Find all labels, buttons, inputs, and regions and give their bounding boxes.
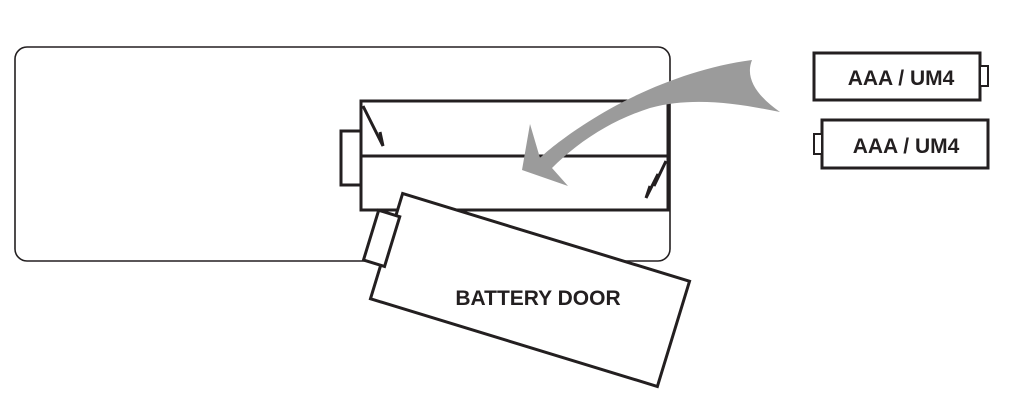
- battery-door: [361, 191, 692, 389]
- compartment-terminal: [339, 129, 363, 187]
- spring-icon: [644, 160, 668, 199]
- battery-top-terminal: [979, 65, 989, 87]
- battery-bottom-body: [820, 118, 990, 170]
- insertion-arrow-icon: [522, 60, 780, 186]
- battery-bottom: AAA / UM4: [813, 118, 990, 170]
- battery-door-tab: [361, 208, 402, 269]
- battery-bottom-label: AAA / UM4: [853, 135, 960, 158]
- spring-icon: [361, 105, 385, 147]
- battery-top-label: AAA / UM4: [848, 67, 955, 90]
- battery-bottom-terminal: [813, 133, 823, 155]
- battery-door-label: BATTERY DOOR: [455, 287, 620, 310]
- battery-top: AAA / UM4: [812, 51, 989, 102]
- battery-top-body: [812, 51, 982, 102]
